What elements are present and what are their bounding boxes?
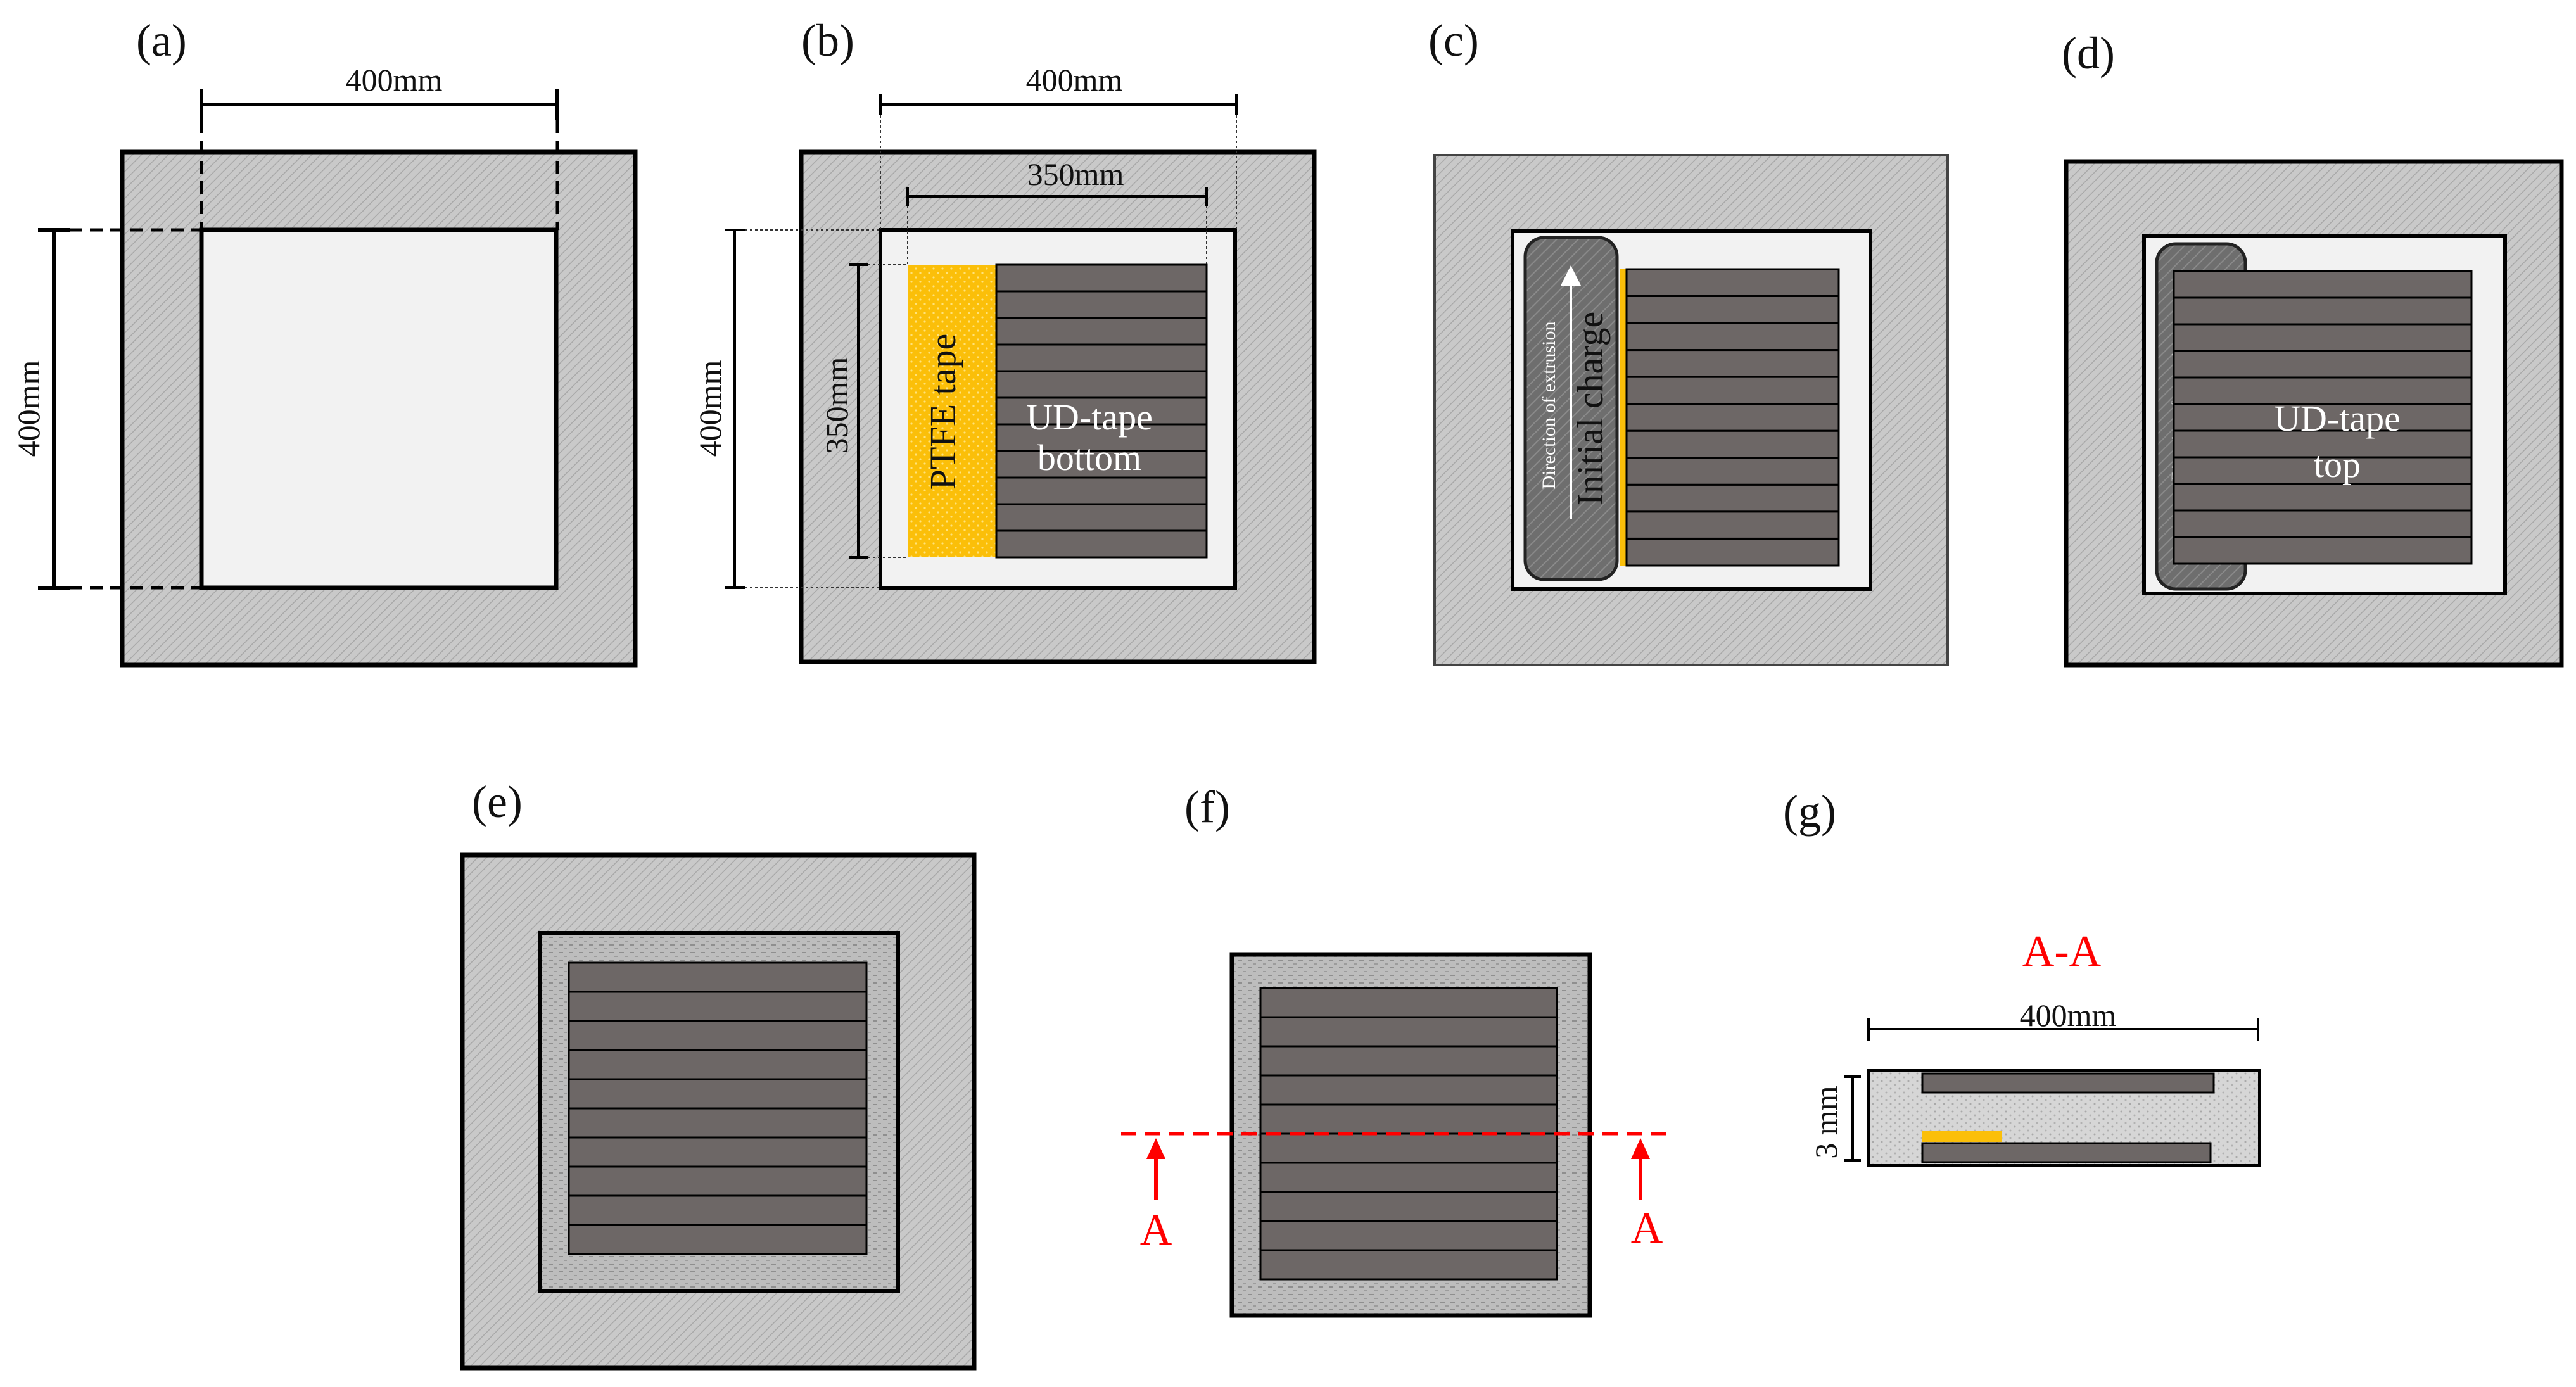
- tape-strip: [2173, 376, 2473, 405]
- tape-strip: [568, 1224, 868, 1255]
- dim-thickness-label: 3 mm: [1808, 1086, 1844, 1158]
- tape-strip: [2173, 429, 2473, 459]
- tape-strip: [1259, 1249, 1558, 1281]
- tape-strip: [1625, 510, 1840, 540]
- ud-tape-bottom: [1625, 268, 1840, 567]
- panel-e-label: (e): [472, 776, 523, 827]
- tape-strip: [1625, 376, 1840, 405]
- tape-strip: [568, 1136, 868, 1168]
- panel-b-label: (b): [801, 15, 854, 66]
- panel-d-label: (d): [2062, 28, 2115, 79]
- ud-tape-bottom: [995, 263, 1208, 559]
- tape-strip: [568, 1078, 868, 1110]
- tape-strip: [1625, 403, 1840, 432]
- panel-c-label: (c): [1428, 15, 1479, 66]
- tape-strip: [1259, 1162, 1558, 1193]
- dim-height-label: 400mm: [11, 360, 46, 457]
- tape-strip: [995, 529, 1208, 559]
- tape-strip: [568, 1165, 868, 1197]
- ptfe-tape: [908, 265, 996, 557]
- tape-strip: [1625, 538, 1840, 567]
- ud-tape-stack: [568, 961, 868, 1255]
- panel-g: (g) A-A 400mm 3 mm: [1783, 786, 2261, 1167]
- tape-strip: [2173, 296, 2473, 326]
- tape-strip: [568, 961, 868, 993]
- panel-g-label: (g): [1783, 786, 1836, 837]
- tape-strip: [568, 1107, 868, 1139]
- ud-tape-stack: [1259, 987, 1558, 1281]
- dim-inner-height-label: 350mm: [819, 357, 854, 454]
- ud-tape-label-line1: UD-tape: [2274, 398, 2401, 439]
- tape-strip: [995, 263, 1208, 293]
- tape-strip: [1259, 1016, 1558, 1048]
- panel-d: (d) Direction of extrusion UD-tape top: [2062, 28, 2564, 668]
- ud-tape-label-line2: bottom: [1037, 437, 1141, 478]
- tape-strip: [995, 317, 1208, 346]
- tape-strip: [568, 1020, 868, 1051]
- tape-strip: [568, 1049, 868, 1080]
- tape-strip: [1259, 1191, 1558, 1222]
- tape-strip: [995, 503, 1208, 532]
- ud-tape-bottom-section: [1921, 1142, 2212, 1163]
- tape-strip: [2173, 350, 2473, 379]
- tape-strip: [995, 396, 1208, 426]
- ud-tape-top-section: [1921, 1072, 2215, 1094]
- tape-strip: [1259, 1045, 1558, 1077]
- dim-width-label: 400mm: [2020, 998, 2117, 1033]
- tape-strip: [995, 370, 1208, 399]
- mould-cavity: [199, 227, 559, 590]
- dim-width-label: 400mm: [346, 62, 443, 98]
- ptfe-tape-label: PTFE tape: [922, 334, 963, 490]
- ptfe-tape-section: [1922, 1130, 2002, 1142]
- tape-strip: [1625, 268, 1840, 297]
- tape-strip: [2173, 270, 2473, 299]
- tape-strip: [1625, 483, 1840, 513]
- ud-tape-label-line2: top: [2314, 444, 2361, 485]
- tape-strip: [1259, 1103, 1558, 1135]
- tape-strip: [568, 1194, 868, 1226]
- tape-strip: [995, 476, 1208, 505]
- panel-b: (b) 400mm 350mm 400mm 350mm PTFE tape: [692, 15, 1317, 664]
- panel-f-label: (f): [1184, 782, 1230, 832]
- tape-strip: [995, 290, 1208, 319]
- dim-outer-height-label: 400mm: [692, 360, 728, 457]
- tape-strip: [1625, 322, 1840, 352]
- tape-strip: [2173, 536, 2473, 565]
- ud-tape-label-line1: UD-tape: [1026, 396, 1153, 438]
- tape-strip: [568, 991, 868, 1022]
- ud-tape-top: [2173, 270, 2473, 565]
- initial-charge-label: Initial charge: [1570, 312, 1611, 506]
- tape-strip: [995, 343, 1208, 372]
- ptfe-tape: [1620, 269, 1627, 566]
- panel-e: (e): [460, 776, 977, 1371]
- tape-strip: [2173, 509, 2473, 538]
- tape-strip: [1259, 987, 1558, 1018]
- section-mark-left: A: [1140, 1206, 1172, 1255]
- dim-inner-width-label: 350mm: [1027, 156, 1124, 192]
- panel-a: (a) 400mm 400mm: [11, 15, 638, 668]
- tape-strip: [2173, 483, 2473, 512]
- tape-strip: [1259, 1132, 1558, 1164]
- tape-strip: [2173, 323, 2473, 352]
- tape-strip: [1259, 1074, 1558, 1106]
- tape-strip: [1259, 1220, 1558, 1251]
- panel-f: (f) A A: [1121, 782, 1672, 1318]
- tape-strip: [1625, 349, 1840, 378]
- dim-outer-width-label: 400mm: [1026, 62, 1123, 98]
- tape-strip: [1625, 295, 1840, 324]
- tape-strip: [1625, 457, 1840, 486]
- tape-strip: [1625, 429, 1840, 459]
- panel-c: (c) Direction of extrusion Initial charg…: [1428, 15, 1949, 666]
- tape-strip: [2173, 456, 2473, 485]
- section-title: A-A: [2022, 927, 2102, 976]
- panel-a-label: (a): [136, 15, 187, 66]
- section-mark-right: A: [1631, 1204, 1663, 1253]
- extrusion-direction-label: Direction of extrusion: [1539, 322, 1559, 490]
